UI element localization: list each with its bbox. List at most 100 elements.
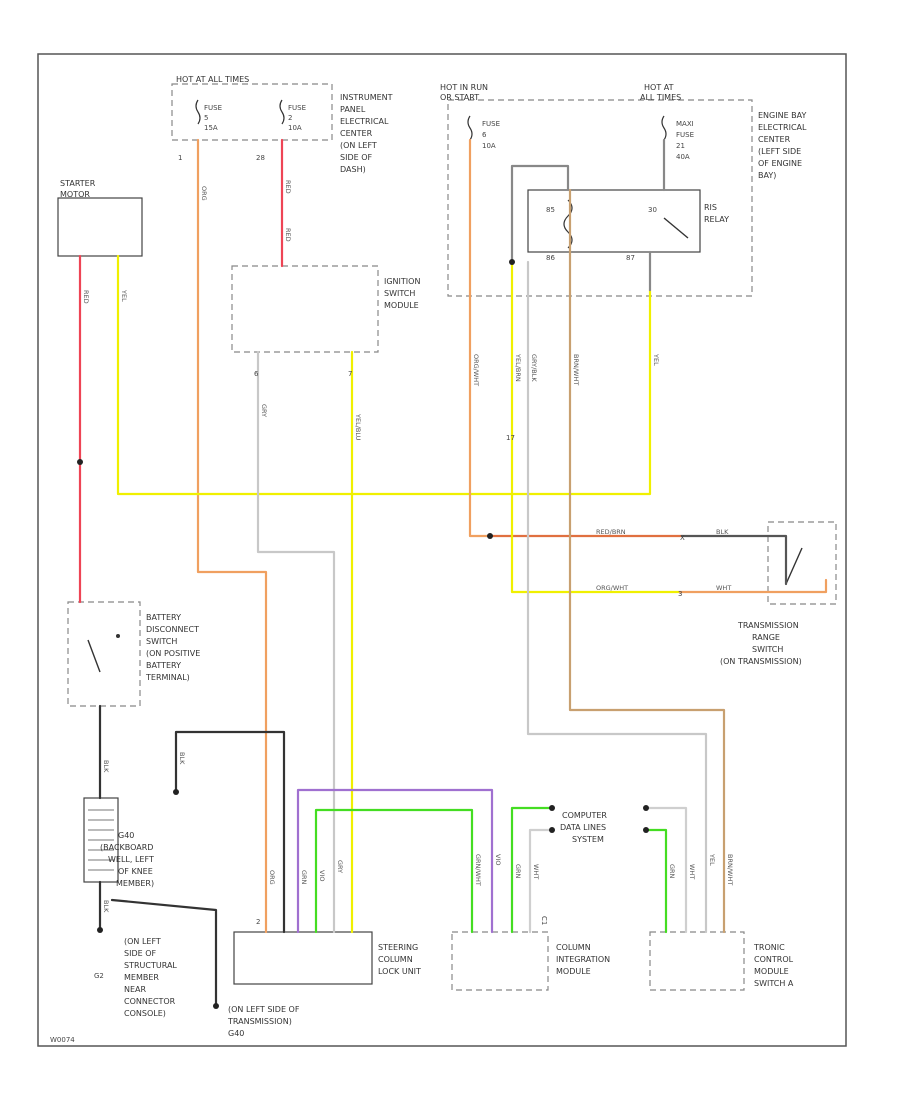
wire-org-wht-trans	[678, 578, 828, 594]
pin-6: 6	[254, 370, 259, 378]
ground-g2-id: G2	[94, 972, 104, 980]
svg-text:MAXI: MAXI	[676, 120, 694, 128]
wire-label-ground-blk: BLK	[102, 900, 110, 913]
svg-text:HOT IN RUN: HOT IN RUN	[440, 83, 488, 92]
battery-disconnect-label: BATTERY DISCONNECT SWITCH (ON POSITIVE B…	[145, 613, 200, 682]
column-wire-labels: GRN/WHT VIO	[474, 854, 502, 886]
svg-text:STEERING: STEERING	[378, 943, 418, 952]
fuse-panel-hot-label: HOT AT ALL TIMES	[176, 75, 249, 84]
relay-switch-arm	[663, 217, 689, 239]
svg-text:(LEFT SIDE: (LEFT SIDE	[758, 147, 801, 156]
svg-text:SWITCH: SWITCH	[752, 645, 783, 654]
svg-text:COMPUTER: COMPUTER	[562, 811, 607, 820]
relay-pin-85: 85	[546, 206, 555, 214]
svg-text:(BACKBOARD: (BACKBOARD	[100, 843, 153, 852]
ris-relay-box	[527, 189, 701, 253]
svg-text:BRN/WHT: BRN/WHT	[726, 854, 734, 885]
svg-text:SIDE OF: SIDE OF	[340, 153, 372, 162]
svg-text:VIO: VIO	[494, 854, 502, 865]
pin-3: 3	[678, 590, 682, 598]
svg-text:CONSOLE): CONSOLE)	[124, 1009, 166, 1018]
wire-blk-trans	[680, 534, 788, 586]
svg-text:CENTER: CENTER	[340, 129, 373, 138]
svg-text:WHT: WHT	[688, 864, 696, 879]
trans-switch-arm	[785, 547, 803, 585]
wire-orange-relay	[468, 138, 492, 538]
pin-c1: C1	[540, 916, 548, 925]
svg-text:TRANSMISSION: TRANSMISSION	[737, 621, 799, 630]
svg-text:G40: G40	[228, 1029, 244, 1038]
relay-pin-30: 30	[648, 206, 657, 214]
svg-text:FUSE: FUSE	[204, 104, 222, 112]
relay-coil	[563, 199, 573, 249]
wire-label-red-brn: RED/BRN	[596, 528, 626, 536]
svg-text:STRUCTURAL: STRUCTURAL	[124, 961, 177, 970]
g-splice-label: G40 (BACKBOARD WELL, LEFT OF KNEE MEMBER…	[100, 831, 154, 888]
svg-text:COLUMN: COLUMN	[556, 943, 591, 952]
svg-text:BAY): BAY)	[758, 171, 776, 180]
wire-green-loop	[314, 808, 474, 934]
svg-text:TERMINAL): TERMINAL)	[145, 673, 190, 682]
svg-text:ELECTRICAL: ELECTRICAL	[758, 123, 807, 132]
battery-disconnect-box	[67, 601, 141, 707]
diagram-frame	[37, 53, 847, 1047]
wire-green-data-a	[510, 806, 554, 934]
maxi-fuse: MAXI FUSE 21 40A	[661, 115, 694, 161]
svg-text:TRONIC: TRONIC	[753, 943, 785, 952]
svg-text:INTEGRATION: INTEGRATION	[556, 955, 610, 964]
svg-text:(ON LEFT: (ON LEFT	[340, 141, 377, 150]
hot-at-all-label: HOT AT ALL TIMES	[640, 83, 681, 102]
svg-text:(ON LEFT SIDE OF: (ON LEFT SIDE OF	[228, 1005, 300, 1014]
fuse-a: FUSE 5 15A	[195, 99, 222, 132]
svg-text:21: 21	[676, 142, 685, 150]
pin-1: 1	[178, 154, 182, 162]
wire-label-blk: BLK	[716, 528, 729, 536]
fuse-c: FUSE 6 10A	[467, 115, 500, 150]
svg-text:CONNECTOR: CONNECTOR	[124, 997, 176, 1006]
svg-text:DISCONNECT: DISCONNECT	[146, 625, 199, 634]
wire-green-data-b	[644, 828, 668, 934]
svg-text:BATTERY: BATTERY	[146, 661, 181, 670]
relay-pin-86: 86	[546, 254, 555, 262]
svg-text:2: 2	[288, 114, 292, 122]
svg-text:YEL: YEL	[708, 853, 716, 866]
svg-text:(ON TRANSMISSION): (ON TRANSMISSION)	[720, 657, 802, 666]
tcm-box	[649, 931, 745, 991]
tcm-label: TRONIC CONTROL MODULE SWITCH A	[753, 943, 794, 988]
wire-label-starter-yel: YEL	[120, 289, 128, 302]
svg-text:MODULE: MODULE	[556, 967, 591, 976]
wire-label-orange: ORG	[200, 186, 208, 201]
wire-label-relay-yel2: YEL	[652, 353, 660, 366]
svg-text:MEMBER: MEMBER	[124, 973, 159, 982]
svg-text:OF ENGINE: OF ENGINE	[758, 159, 802, 168]
svg-text:TRANSMISSION): TRANSMISSION)	[227, 1017, 292, 1026]
pin-2: 2	[256, 918, 260, 926]
wire-label-red-b: RED	[284, 228, 292, 242]
svg-text:RELAY: RELAY	[704, 215, 729, 224]
svg-text:SWITCH: SWITCH	[384, 289, 415, 298]
fuse-b: FUSE 2 10A	[279, 99, 306, 132]
svg-text:SWITCH A: SWITCH A	[754, 979, 794, 988]
svg-text:MEMBER): MEMBER)	[116, 879, 154, 888]
svg-text:OF KNEE: OF KNEE	[118, 867, 153, 876]
wire-white-data-a	[528, 828, 554, 934]
wire-label-relay-brn: BRN/WHT	[572, 354, 580, 385]
svg-text:FUSE: FUSE	[482, 120, 500, 128]
svg-text:RIS: RIS	[704, 203, 717, 212]
starter-motor-label-2: MOTOR	[60, 190, 90, 199]
wire-label-wht: WHT	[716, 584, 731, 592]
ground-g2-label: (ON LEFT SIDE OF STRUCTURAL MEMBER NEAR …	[124, 937, 177, 1018]
svg-text:FUSE: FUSE	[288, 104, 306, 112]
svg-text:SYSTEM: SYSTEM	[572, 835, 604, 844]
svg-text:GRN: GRN	[514, 864, 522, 879]
svg-text:15A: 15A	[204, 124, 218, 132]
svg-text:GRY: GRY	[336, 860, 344, 873]
ignition-switch-box	[231, 265, 379, 353]
svg-text:40A: 40A	[676, 153, 690, 161]
data-wire-labels: GRN WHT	[514, 864, 540, 879]
transmission-range-box	[767, 521, 837, 605]
svg-text:ORG: ORG	[268, 870, 276, 885]
tcm-wire-labels: GRN WHT YEL BRN/WHT	[668, 853, 734, 885]
splice-dots	[77, 259, 649, 1009]
svg-text:RANGE: RANGE	[752, 633, 780, 642]
